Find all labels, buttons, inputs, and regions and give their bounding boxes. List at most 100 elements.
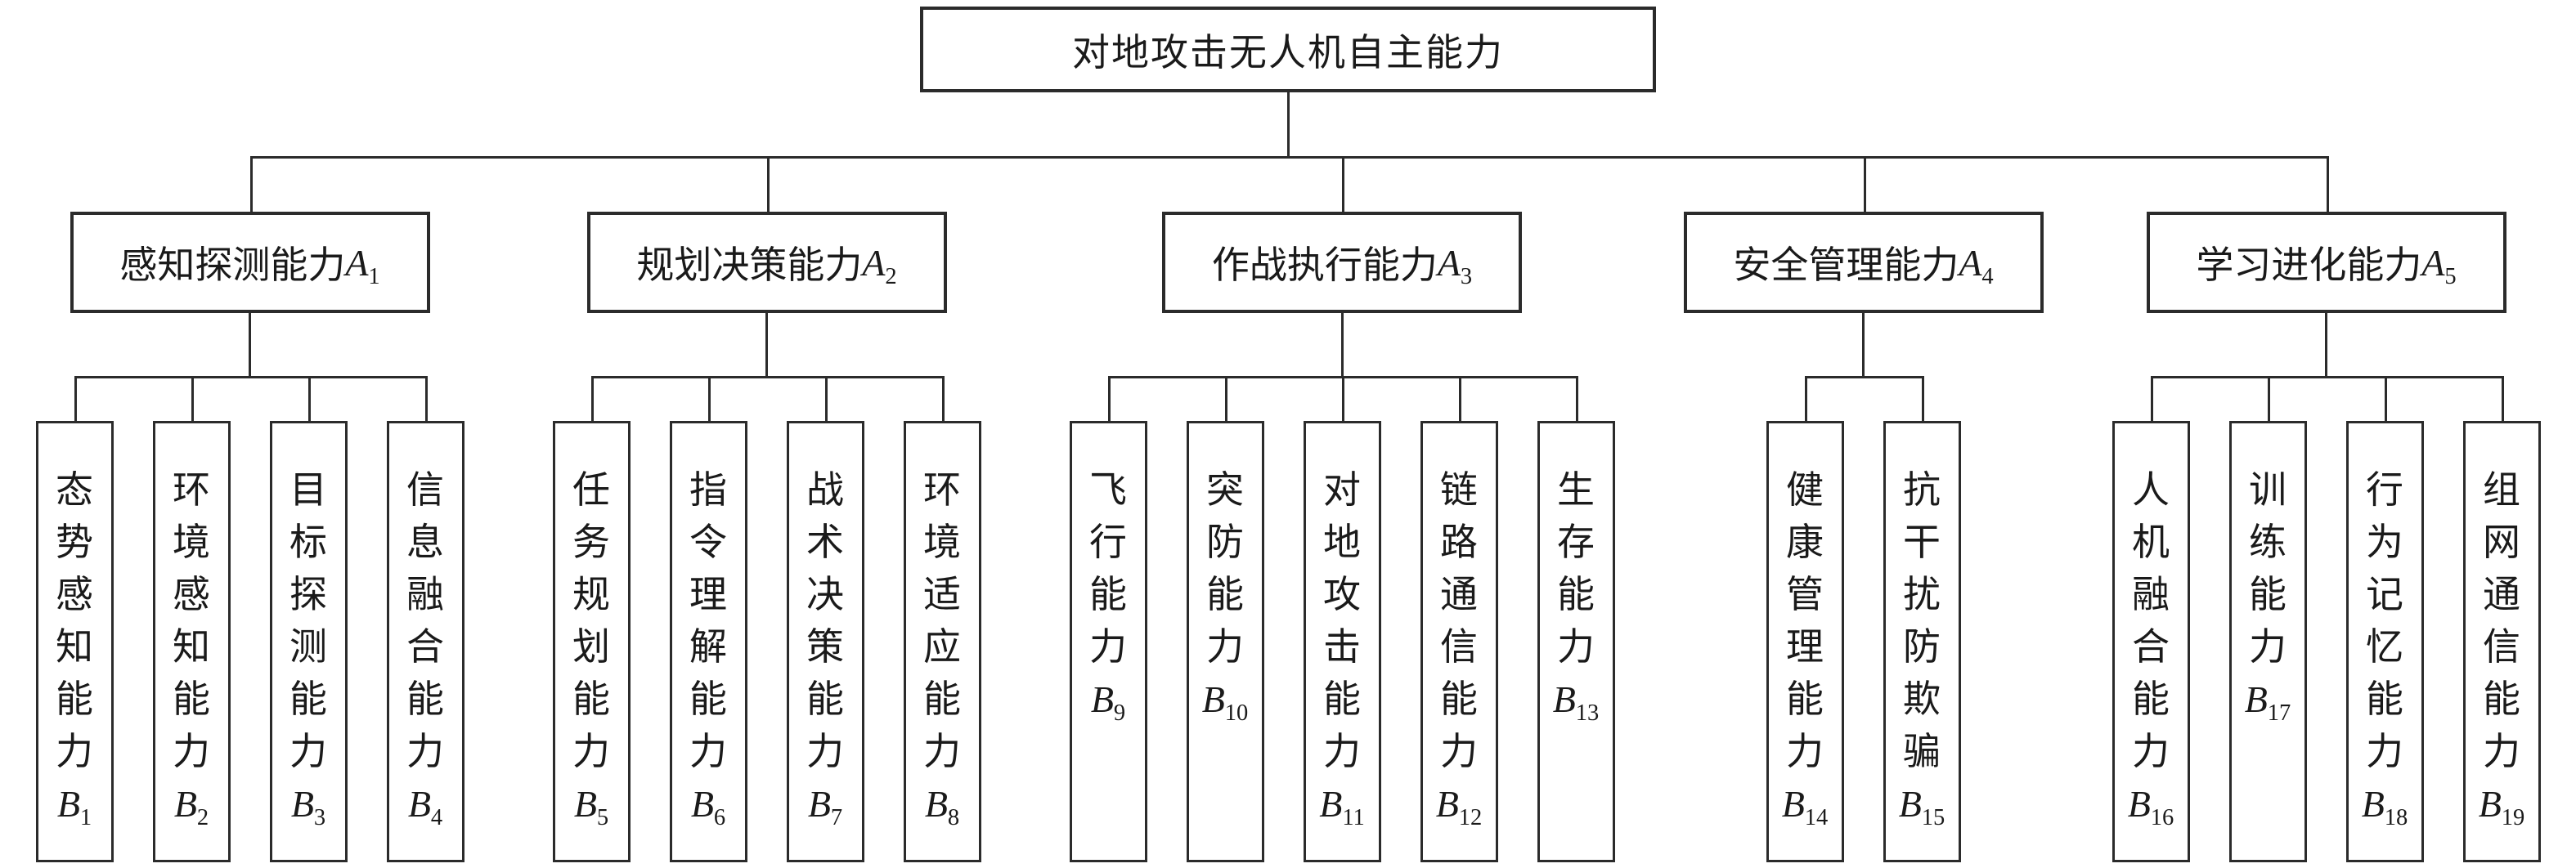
node-b6-label: 指令理解能力 [689,469,727,772]
node-b19-label: 组网通信能力 [2483,469,2520,772]
node-b15-label: 抗干扰防欺骗 [1903,469,1941,772]
node-b13-code: B13 [1552,678,1600,727]
node-a5-label: 学习进化能力 [2196,244,2422,286]
node-b2-code: B2 [173,783,209,831]
node-b18-label: 行为记忆能力 [2366,469,2403,772]
node-b16-label: 人机融合能力 [2132,469,2170,772]
node-b1-code: B1 [56,783,92,831]
node-b1: 态势感知能力 B1 [35,421,114,862]
node-b3-label: 目标探测能力 [289,469,327,772]
node-b14-code: B14 [1781,783,1829,831]
node-b6: 指令理解能力 B6 [669,421,747,862]
group-a2-children: 任务规划能力 B5 指令理解能力 B6 战术决策能力 B7 [533,376,1001,862]
node-b3: 目标探测能力 B3 [269,421,348,862]
node-a3-code: A3 [1437,241,1473,289]
node-b8-label: 环境适应能力 [923,469,961,772]
node-b17-column: 训练能力 B17 [2209,376,2329,862]
node-b10-column: 突防能力 B10 [1166,376,1286,862]
node-a3-label: 作战执行能力 [1211,244,1438,286]
node-b17: 训练能力 B17 [2228,421,2307,862]
group-a4-children: 健康管理能力 B14 抗干扰防欺骗 B15 [1747,376,1981,862]
node-b13: 生存能力 B13 [1537,421,1615,862]
node-b9: 飞行能力 B9 [1069,421,1147,862]
node-b10-label: 突防能力 [1206,469,1244,668]
node-b4-column: 信息融合能力 B4 [366,376,484,862]
node-b9-column: 飞行能力 B9 [1050,376,1169,862]
node-b12-label: 链路通信能力 [1440,469,1478,772]
node-a2-code: A2 [862,241,897,289]
group-a4-connector-line [1862,313,1865,376]
node-b11-label: 对地攻击能力 [1323,469,1361,772]
node-b5-label: 任务规划能力 [572,469,610,772]
node-b5: 任务规划能力 B5 [552,421,631,862]
node-b9-label: 飞行能力 [1089,469,1127,668]
group-a5-children: 人机融合能力 B16 训练能力 B17 行为记忆能力 B18 [2093,376,2560,862]
node-b15-code: B15 [1898,783,1945,831]
root-node: 对地攻击无人机自主能力 [920,7,1656,92]
node-b8-column: 环境适应能力 B8 [883,376,1001,862]
node-b14-label: 健康管理能力 [1786,469,1824,772]
group-a1-connector-line [249,313,251,376]
node-b4-code: B4 [407,783,443,831]
group-a3-connector-line [1340,313,1344,376]
node-b12-code: B12 [1435,783,1483,831]
node-b14-column: 健康管理能力 B14 [1747,376,1866,862]
node-b7: 战术决策能力 B7 [786,421,864,862]
node-b8: 环境适应能力 B8 [903,421,981,862]
node-b11-code: B11 [1319,783,1365,831]
node-b10: 突防能力 B10 [1186,421,1264,862]
group-a3-children: 飞行能力 B9 突防能力 B10 对地攻击能力 B11 [1050,376,1635,862]
node-b7-label: 战术决策能力 [806,469,844,772]
node-b11: 对地攻击能力 B11 [1303,421,1381,862]
node-b19-column: 组网通信能力 B19 [2443,376,2560,862]
node-b2-column: 环境感知能力 B2 [132,376,253,862]
node-b19-code: B19 [2478,783,2525,831]
node-a2-label: 规划决策能力 [636,244,863,286]
node-b7-code: B7 [807,783,843,831]
node-b5-code: B5 [573,783,609,831]
node-b2: 环境感知能力 B2 [152,421,231,862]
node-b17-label: 训练能力 [2249,469,2287,668]
node-b9-code: B9 [1090,678,1126,727]
node-a4-code: A4 [1959,241,1994,289]
node-b3-code: B3 [290,783,326,831]
node-b13-label: 生存能力 [1557,469,1595,668]
node-b7-column: 战术决策能力 B7 [766,376,886,862]
node-b18-code: B18 [2361,783,2408,831]
node-b6-code: B6 [690,783,726,831]
node-b19: 组网通信能力 B19 [2462,421,2541,862]
node-b1-column: 态势感知能力 B1 [16,376,136,862]
root-node-label: 对地攻击无人机自主能力 [1072,31,1504,74]
node-a1-code: A1 [345,241,380,289]
node-b8-code: B8 [924,783,960,831]
node-b17-code: B17 [2244,678,2291,727]
node-b4: 信息融合能力 B4 [386,421,464,862]
node-b1-label: 态势感知能力 [56,469,93,772]
node-b12-column: 链路通信能力 B12 [1400,376,1520,862]
node-b6-column: 指令理解能力 B6 [649,376,770,862]
node-b16-column: 人机融合能力 B16 [2093,376,2212,862]
node-b10-code: B10 [1201,678,1249,727]
node-b13-column: 生存能力 B13 [1517,376,1635,862]
node-b12: 链路通信能力 B12 [1420,421,1498,862]
node-b15: 抗干扰防欺骗 B15 [1883,421,1961,862]
node-b14: 健康管理能力 B14 [1766,421,1844,862]
node-b3-column: 目标探测能力 B3 [249,376,370,862]
root-connector-line [1286,92,1290,156]
node-a1-label: 感知探测能力 [119,244,346,286]
node-b18-column: 行为记忆能力 B18 [2326,376,2446,862]
node-b18: 行为记忆能力 B18 [2345,421,2424,862]
